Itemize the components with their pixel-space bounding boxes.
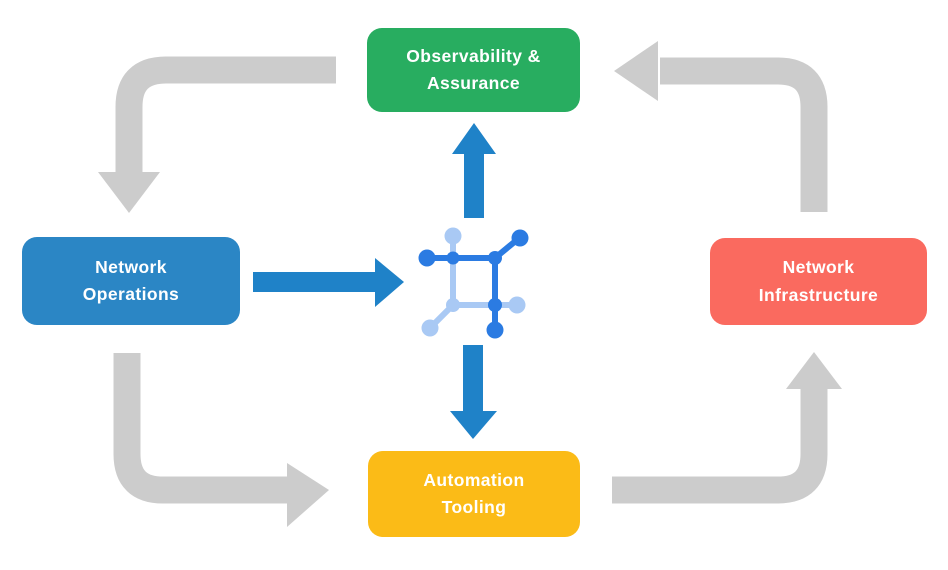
node-observability-assurance-label: Observability & Assurance (406, 45, 541, 93)
arrow-center-to-observability (452, 123, 496, 218)
node-automation-tooling: Automation Tooling (368, 451, 580, 537)
arrow-operations-to-automation (113, 353, 329, 527)
arrow-center-to-automation (450, 345, 497, 439)
arrow-automation-to-infrastructure (612, 352, 842, 504)
arrow-infrastructure-to-observability (614, 41, 828, 212)
node-network-infrastructure: Network Infrastructure (710, 238, 927, 325)
node-network-infrastructure-label: Network Infrastructure (758, 257, 879, 305)
node-network-operations: Network Operations (22, 237, 240, 325)
node-observability-assurance: Observability & Assurance (367, 28, 580, 112)
network-mesh-icon (418, 227, 529, 339)
node-network-operations-label: Network Operations (82, 256, 180, 304)
arrow-operations-to-center (253, 258, 404, 307)
node-automation-tooling-label: Automation Tooling (423, 469, 525, 517)
arrow-observability-to-operations (98, 56, 336, 213)
